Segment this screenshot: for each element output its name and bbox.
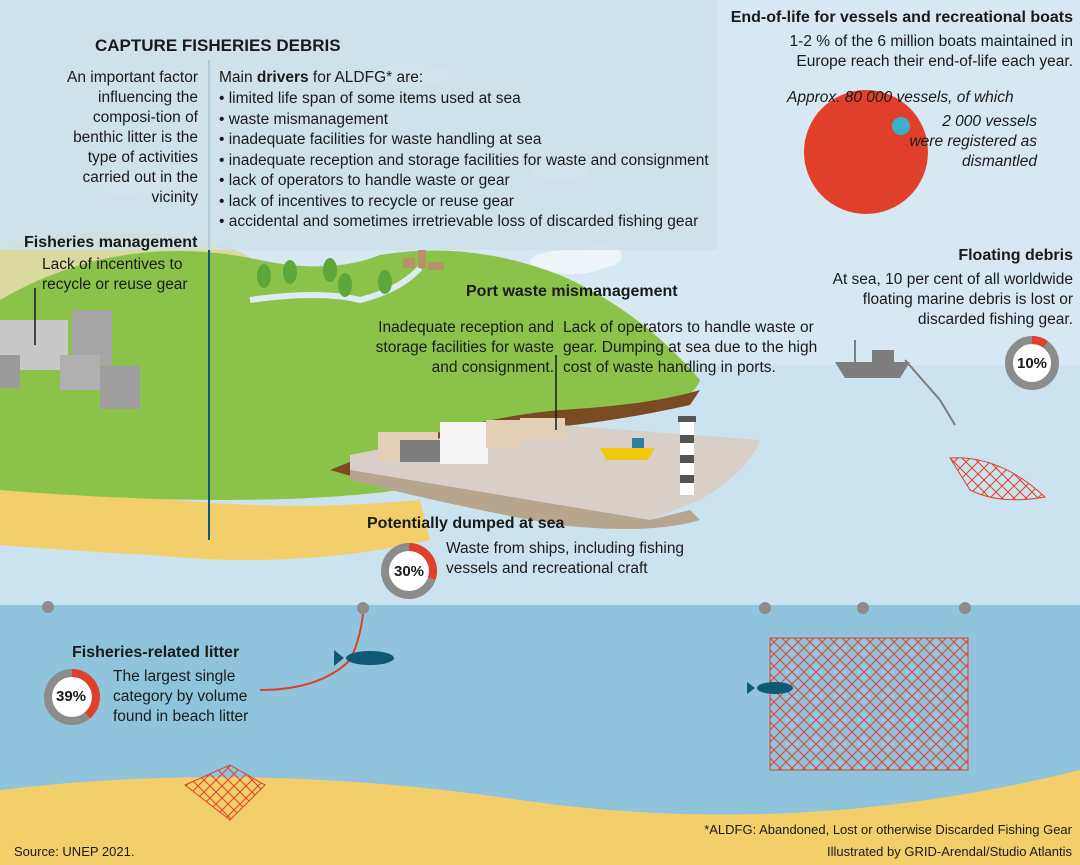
litter-pct: 39% <box>55 688 87 705</box>
river <box>249 265 423 304</box>
donut-39-percent <box>44 669 100 725</box>
underwater-net <box>769 637 969 771</box>
drivers-list: • limited life span of some items used a… <box>219 89 729 233</box>
lighthouse <box>678 416 696 495</box>
floating-text: At sea, 10 per cent of all worldwide flo… <box>832 271 1073 328</box>
driver-item: • limited life span of some items used a… <box>219 90 521 107</box>
quay-edge <box>350 470 700 529</box>
donut-30-percent <box>381 543 437 599</box>
crab-trap <box>184 764 266 821</box>
port-title: Port waste mismanagement <box>466 283 678 300</box>
port-right-text: Lack of operators to handle waste or gea… <box>563 319 818 376</box>
aldfg-footnote: *ALDFG: Abandoned, Lost or otherwise Dis… <box>704 822 1072 837</box>
village <box>403 250 444 270</box>
capture-title: CAPTURE FISHERIES DEBRIS <box>95 36 341 55</box>
donut-share-arc <box>408 543 437 580</box>
driver-item: • accidental and sometimes irretrievable… <box>219 213 699 230</box>
floating-net <box>949 457 1047 501</box>
port-buildings <box>378 418 565 464</box>
fisheries-mgmt-title: Fisheries management <box>24 234 198 251</box>
port-left-text: Inadequate reception and storage facilit… <box>375 319 554 376</box>
litter-title: Fisheries-related litter <box>72 644 240 661</box>
net-floats <box>42 601 971 614</box>
litter-text: The largest single category by volume fo… <box>113 668 249 725</box>
vessels-2000-circle <box>892 117 910 135</box>
donut-10-percent <box>1005 336 1059 390</box>
floating-pct: 10% <box>1016 355 1048 372</box>
dumped-title: Potentially dumped at sea <box>367 515 565 532</box>
illustration-credit: Illustrated by GRID-Arendal/Studio Atlan… <box>827 844 1072 859</box>
eol-text: 1-2 % of the 6 million boats maintained … <box>789 33 1073 70</box>
drivers-box <box>0 0 718 250</box>
donut-share-arc <box>1031 336 1048 348</box>
source-note: Source: UNEP 2021. <box>14 844 135 859</box>
driver-item: • inadequate reception and storage facil… <box>219 151 709 169</box>
fisheries-mgmt-text: Lack of incentives to recycle or reuse g… <box>42 256 188 293</box>
driver-item: • waste mismanagement <box>219 110 389 128</box>
dumped-text: Waste from ships, including fishing vess… <box>446 540 685 577</box>
driver-item: • inadequate facilities for waste handli… <box>219 131 542 148</box>
green-land <box>0 250 700 500</box>
capture-intro: An important factor influencing the comp… <box>67 69 198 206</box>
driver-item: • lack of incentives to recycle or reuse… <box>219 192 514 210</box>
seafloor <box>0 770 1080 865</box>
driver-item: • lack of operators to handle waste or g… <box>219 172 510 189</box>
industrial-buildings <box>0 310 140 409</box>
drivers-heading: Main drivers for ALDFG* are: <box>219 69 424 86</box>
eol-title: End-of-life for vessels and recreational… <box>730 9 1073 26</box>
eol-approx: Approx. 80 000 vessels, of which <box>787 89 1014 106</box>
dumped-pct: 30% <box>393 563 425 580</box>
eol-dismantled: 2 000 vessels were registered as dismant… <box>909 113 1037 170</box>
trawler <box>835 340 956 426</box>
fish <box>334 650 793 694</box>
donut-share-arc <box>71 669 100 719</box>
floating-title: Floating debris <box>958 247 1073 264</box>
trees <box>257 258 392 297</box>
yellow-boat <box>600 438 655 460</box>
